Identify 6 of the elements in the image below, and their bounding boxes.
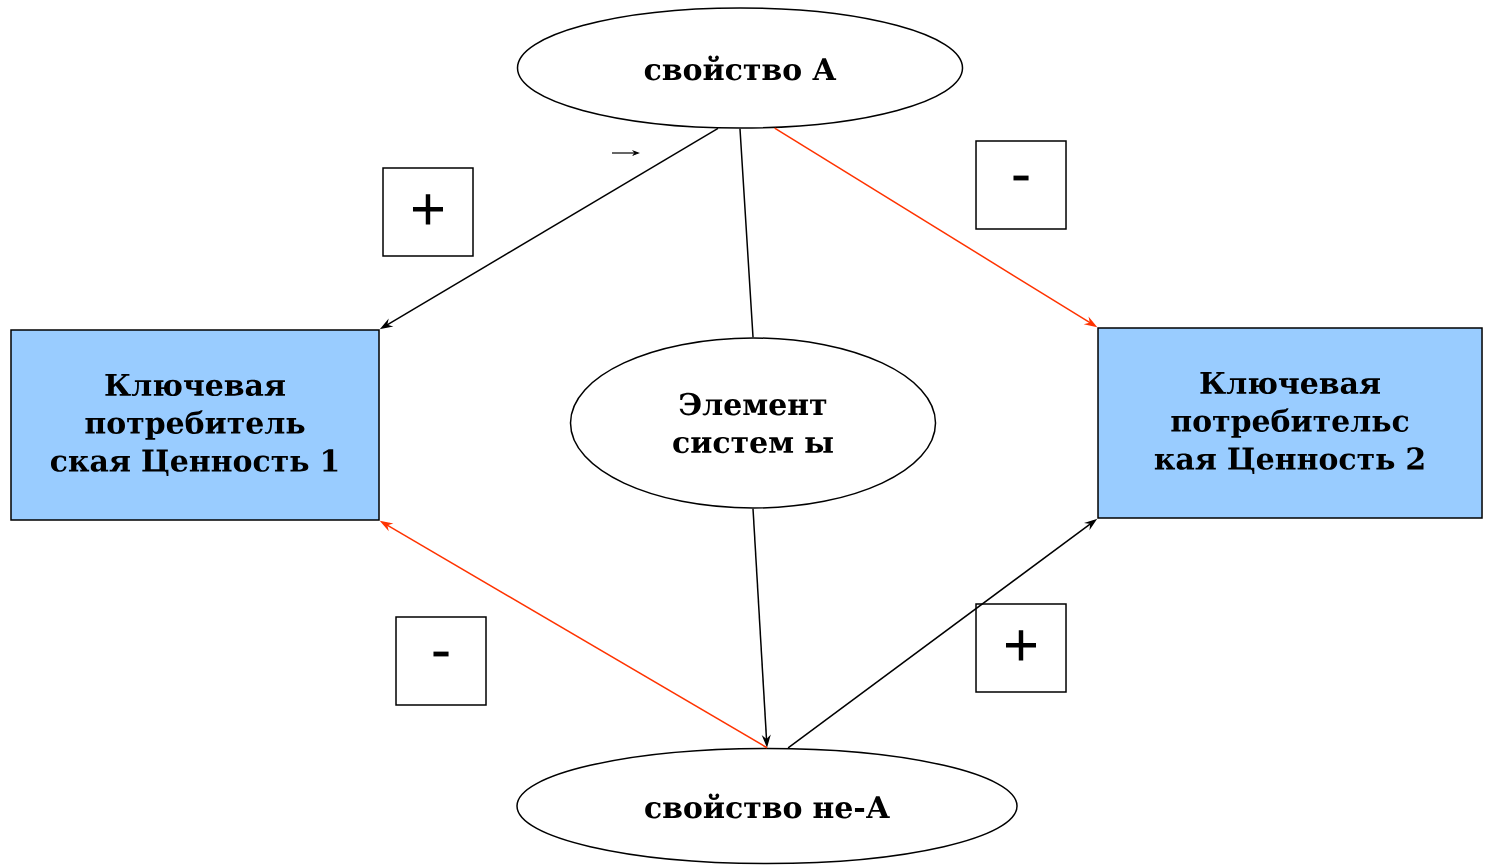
sign-box: - (395, 616, 487, 706)
sign-box: + (975, 603, 1067, 693)
sign-box: + (382, 167, 474, 257)
sign-box: - (975, 140, 1067, 230)
value-box: Ключевая потребительс кая Ценность 2 (1097, 327, 1483, 519)
value-box: Ключевая потребитель ская Ценность 1 (10, 329, 380, 521)
